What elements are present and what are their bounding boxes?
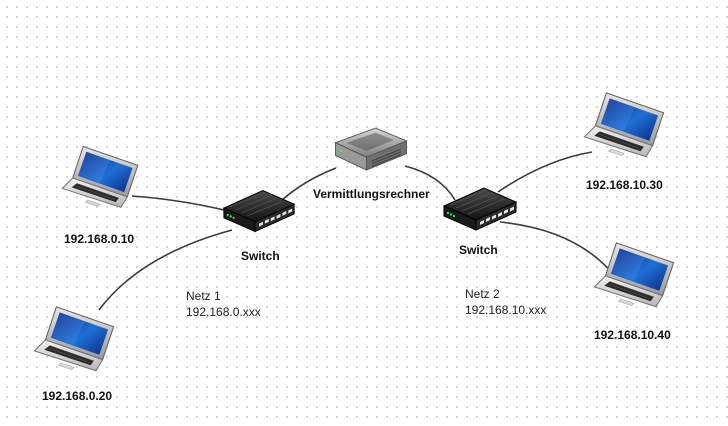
- switch-1-label: Switch: [241, 249, 280, 263]
- laptop-icon[interactable]: [33, 306, 115, 372]
- cable-switch1-router: [281, 167, 337, 201]
- network-switch-icon[interactable]: [443, 187, 517, 231]
- cable-router-switch2: [404, 165, 456, 201]
- laptop-2-label: 192.168.0.20: [42, 389, 113, 403]
- laptop-4-label: 192.168.10.40: [594, 328, 671, 342]
- network-switch-icon[interactable]: [223, 190, 295, 232]
- router-icon[interactable]: [335, 127, 407, 171]
- net-1-name: Netz 1: [186, 289, 221, 303]
- net-1-range: 192.168.0.xxx: [186, 305, 261, 319]
- cable-laptop1-switch1: [131, 195, 233, 213]
- cable-laptop2-switch1: [98, 229, 233, 311]
- net-2-range: 192.168.10.xxx: [465, 303, 547, 317]
- laptop-icon[interactable]: [583, 92, 665, 158]
- laptop-3-label: 192.168.10.30: [586, 178, 663, 192]
- switch-2-label: Switch: [459, 243, 498, 257]
- router-label: Vermittlungsrechner: [313, 187, 430, 201]
- cables: [98, 151, 619, 311]
- laptop-1-label: 192.168.0.10: [64, 232, 135, 246]
- net-2-name: Netz 2: [465, 287, 500, 301]
- cable-switch2-laptop3: [497, 151, 593, 193]
- laptop-icon[interactable]: [61, 145, 139, 208]
- cable-switch2-laptop4: [499, 221, 619, 281]
- laptop-icon[interactable]: [593, 242, 675, 308]
